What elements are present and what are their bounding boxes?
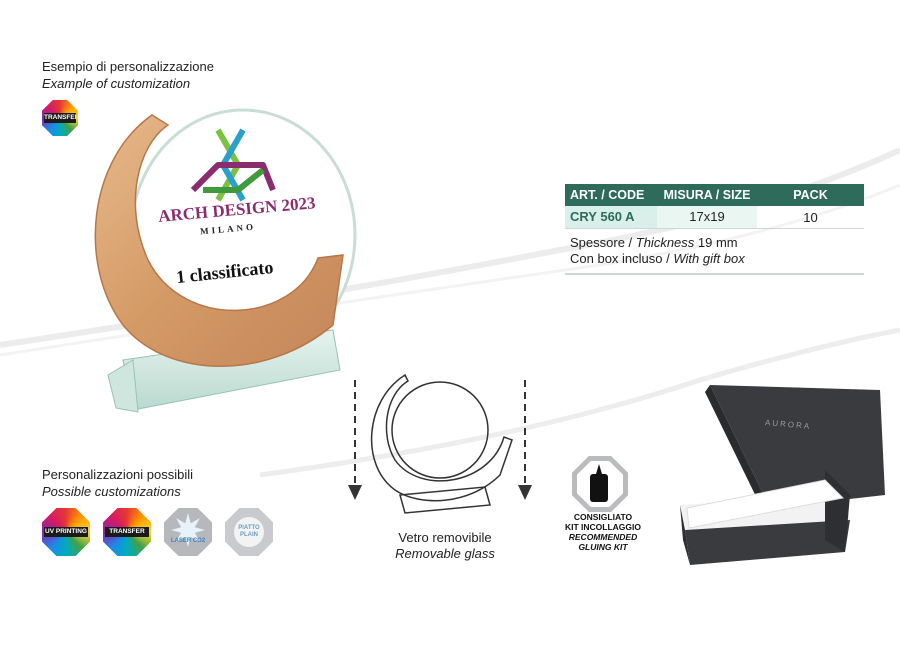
spec-table-header: ART. / CODE MISURA / SIZE PACK — [565, 184, 864, 206]
cell-size: 17x19 — [657, 206, 757, 228]
thickness-value: 19 mm — [694, 235, 738, 250]
thickness-label-it: Spessore / — [570, 235, 636, 250]
glass-label-it: Vetro removibile — [398, 530, 492, 545]
uv-printing-label: UV PRINTING — [44, 527, 88, 537]
gluing-line3: RECOMMENDED — [568, 532, 638, 542]
gluing-kit-text: CONSIGLIATO KIT INCOLLAGGIO RECOMMENDED … — [563, 512, 643, 552]
glue-kit-badge-icon — [572, 456, 628, 512]
gluing-line1: CONSIGLIATO — [573, 512, 633, 522]
box-note: Con box incluso / With gift box — [570, 251, 864, 267]
gluing-line4: GLUING KIT — [578, 542, 628, 552]
header-size: MISURA / SIZE — [663, 188, 751, 202]
thickness-note: Spessore / Thickness 19 mm — [570, 235, 864, 251]
transfer-label: TRANSFER — [105, 527, 149, 537]
cell-code: CRY 560 A — [565, 206, 657, 228]
glass-label-en: Removable glass — [395, 546, 495, 561]
thickness-label-en: Thickness — [635, 235, 695, 250]
glass-disc-outline — [391, 381, 489, 479]
customizations-title-en: Possible customizations — [42, 484, 181, 499]
example-title-it: Esempio di personalizzazione — [42, 59, 214, 74]
header-code: ART. / CODE — [570, 188, 645, 202]
laser-co2-badge-icon: LASER CO2 — [164, 508, 212, 556]
plain-label: PIATTO PLAIN — [234, 517, 264, 547]
base-outline — [399, 486, 491, 514]
laser-co2-label: LASER CO2 — [170, 538, 206, 544]
box-label-en: With gift box — [673, 251, 745, 266]
spec-table: ART. / CODE MISURA / SIZE PACK CRY 560 A… — [565, 184, 864, 275]
transfer-badge-label: TRANSFER — [44, 113, 76, 123]
box-label-it: Con box incluso / — [570, 251, 674, 266]
plain-badge-icon: PIATTO PLAIN — [225, 508, 273, 556]
gluing-line2: KIT INCOLLAGGIO — [564, 522, 642, 532]
header-pack: PACK — [793, 188, 828, 202]
cell-pack: 10 — [803, 209, 818, 225]
glass-label: Vetro removibile Removable glass — [380, 530, 510, 562]
arrow-down-icon — [348, 485, 362, 500]
trophy-image — [94, 108, 357, 413]
gift-box-image — [680, 385, 885, 565]
customizations-title-it: Personalizzazioni possibili — [42, 467, 194, 482]
removable-glass-diagram — [348, 373, 532, 514]
transfer-badge-icon: TRANSFER — [42, 100, 78, 136]
wood-frame-outline — [370, 373, 513, 502]
table-row: CRY 560 A 17x19 10 — [565, 206, 864, 229]
uv-printing-badge-icon: UV PRINTING — [42, 508, 90, 556]
example-title-en: Example of customization — [42, 76, 191, 91]
transfer-badge-icon: TRANSFER — [103, 508, 151, 556]
spec-notes: Spessore / Thickness 19 mm Con box inclu… — [565, 229, 864, 275]
arrow-down-icon — [518, 485, 532, 500]
